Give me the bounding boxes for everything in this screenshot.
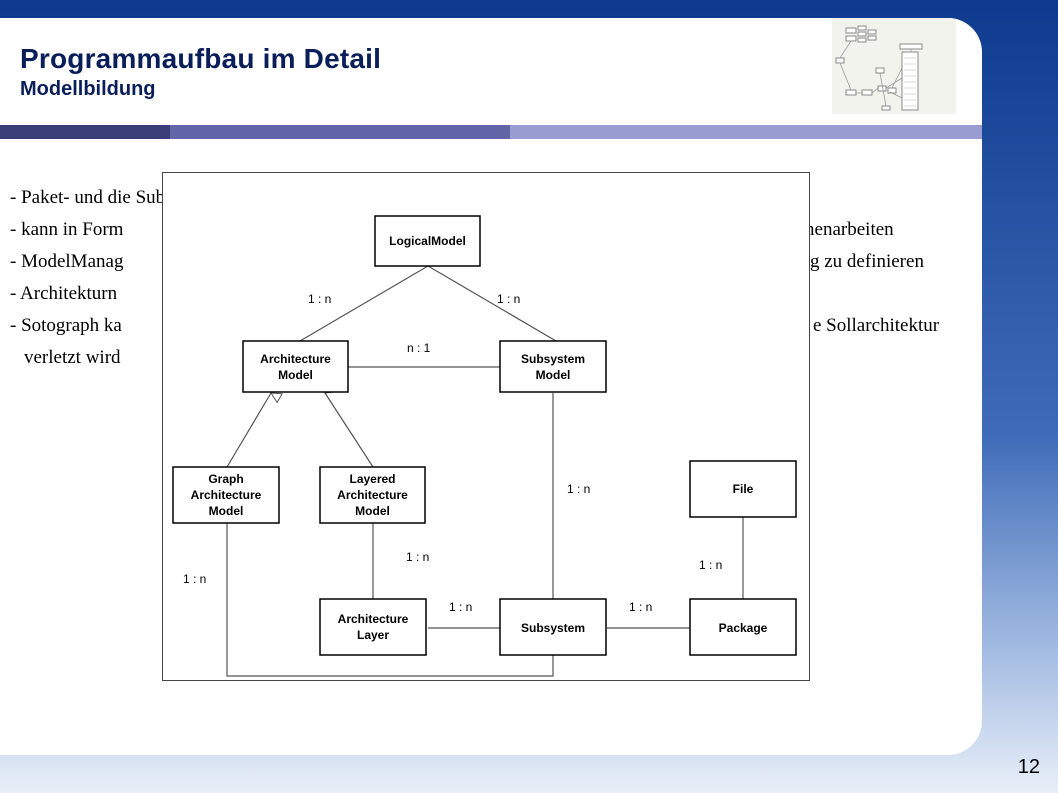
node-subsystem: Subsystem	[499, 598, 607, 656]
node-architecture-layer-label-1: Architecture	[338, 612, 409, 626]
edge-label-subsystem-package: 1 : n	[629, 600, 652, 614]
bullet-line-3: - ModelManag g zu definieren	[10, 246, 982, 278]
class-diagram-svg: 1 : n 1 : n n : 1 1 : n 1 : n 1 : n 1 : …	[172, 215, 797, 677]
node-layered-architecture-model: Layered Architecture Model	[319, 466, 426, 524]
slide-title: Programmaufbau im Detail	[20, 43, 382, 74]
bullet-line-6-left: verletzt wird	[24, 347, 121, 368]
node-subsystem-label: Subsystem	[521, 621, 585, 635]
bullet-line-5-left: - Sotograph ka	[10, 315, 122, 336]
bullet-line-3-right: g zu definieren	[810, 251, 924, 272]
node-graph-architecture-model-label-3: Model	[209, 504, 244, 518]
edge-label-layer-subsystem: 1 : n	[449, 600, 472, 614]
node-layered-architecture-model-label-1: Layered	[349, 472, 395, 486]
bullet-line-4: - Architekturn	[10, 278, 982, 310]
node-logical-model: LogicalModel	[374, 215, 481, 267]
node-file-label: File	[733, 482, 754, 496]
node-architecture-model-label-1: Architecture	[260, 352, 331, 366]
edge-label-architecture-subsystem-model: n : 1	[407, 341, 431, 355]
node-package-label: Package	[719, 621, 768, 635]
node-graph-architecture-model: Graph Architecture Model	[172, 466, 280, 524]
bullet-line-3-left: - ModelManag	[10, 251, 124, 272]
node-layered-architecture-model-label-2: Architecture	[337, 488, 408, 502]
page-number: 12	[1017, 756, 1040, 778]
edge-graph-inherits	[226, 393, 271, 468]
header-divider-segment-dark	[0, 125, 170, 139]
diagram-thumbnail-image	[832, 18, 956, 114]
node-subsystem-model-label-1: Subsystem	[521, 352, 585, 366]
class-diagram: 1 : n 1 : n n : 1 1 : n 1 : n 1 : n 1 : …	[162, 172, 810, 681]
node-graph-architecture-model-label-1: Graph	[208, 472, 243, 486]
node-file: File	[689, 460, 797, 518]
bullet-line-6: verletzt wird	[10, 342, 982, 374]
node-architecture-layer: Architecture Layer	[319, 598, 427, 656]
bullet-line-2-left: - kann in Form	[10, 219, 124, 240]
edge-label-logical-subsystem-model: 1 : n	[497, 292, 520, 306]
node-architecture-model-label-2: Model	[278, 368, 313, 382]
header-divider-segment-light	[510, 125, 982, 139]
edge-label-file-package: 1 : n	[699, 558, 722, 572]
header-divider-segment-mid	[170, 125, 510, 139]
edge-label-logical-architecture: 1 : n	[308, 292, 331, 306]
edge-logical-architecture	[299, 265, 429, 342]
edge-label-graph-subsystem: 1 : n	[183, 572, 206, 586]
bullet-line-2: - kann in Form mmenarbeiten	[10, 214, 982, 246]
edge-graph-subsystem	[226, 523, 554, 677]
edge-label-subsystem-model-subsystem: 1 : n	[567, 482, 590, 496]
node-subsystem-model: Subsystem Model	[499, 340, 607, 393]
node-subsystem-model-label-2: Model	[536, 368, 571, 382]
node-architecture-model: Architecture Model	[242, 340, 349, 393]
bullet-line-4-left: - Architekturn	[10, 283, 118, 304]
node-layered-architecture-model-label-3: Model	[355, 504, 390, 518]
edge-label-layered-layer: 1 : n	[406, 550, 429, 564]
edge-logical-subsystem-model	[427, 265, 557, 342]
node-architecture-layer-label-2: Layer	[357, 628, 389, 642]
bullet-line-2-right: mmenarbeiten	[785, 219, 894, 240]
slide-subtitle: Modellbildung	[20, 78, 156, 100]
node-graph-architecture-model-label-2: Architecture	[191, 488, 262, 502]
bullet-line-5-right: e Sollarchitektur	[813, 315, 940, 336]
node-logical-model-label: LogicalModel	[389, 234, 466, 248]
bullet-line-5: - Sotograph ka e Sollarchitektur	[10, 310, 982, 342]
edge-layered-inherits	[325, 393, 374, 468]
node-package: Package	[689, 598, 797, 656]
